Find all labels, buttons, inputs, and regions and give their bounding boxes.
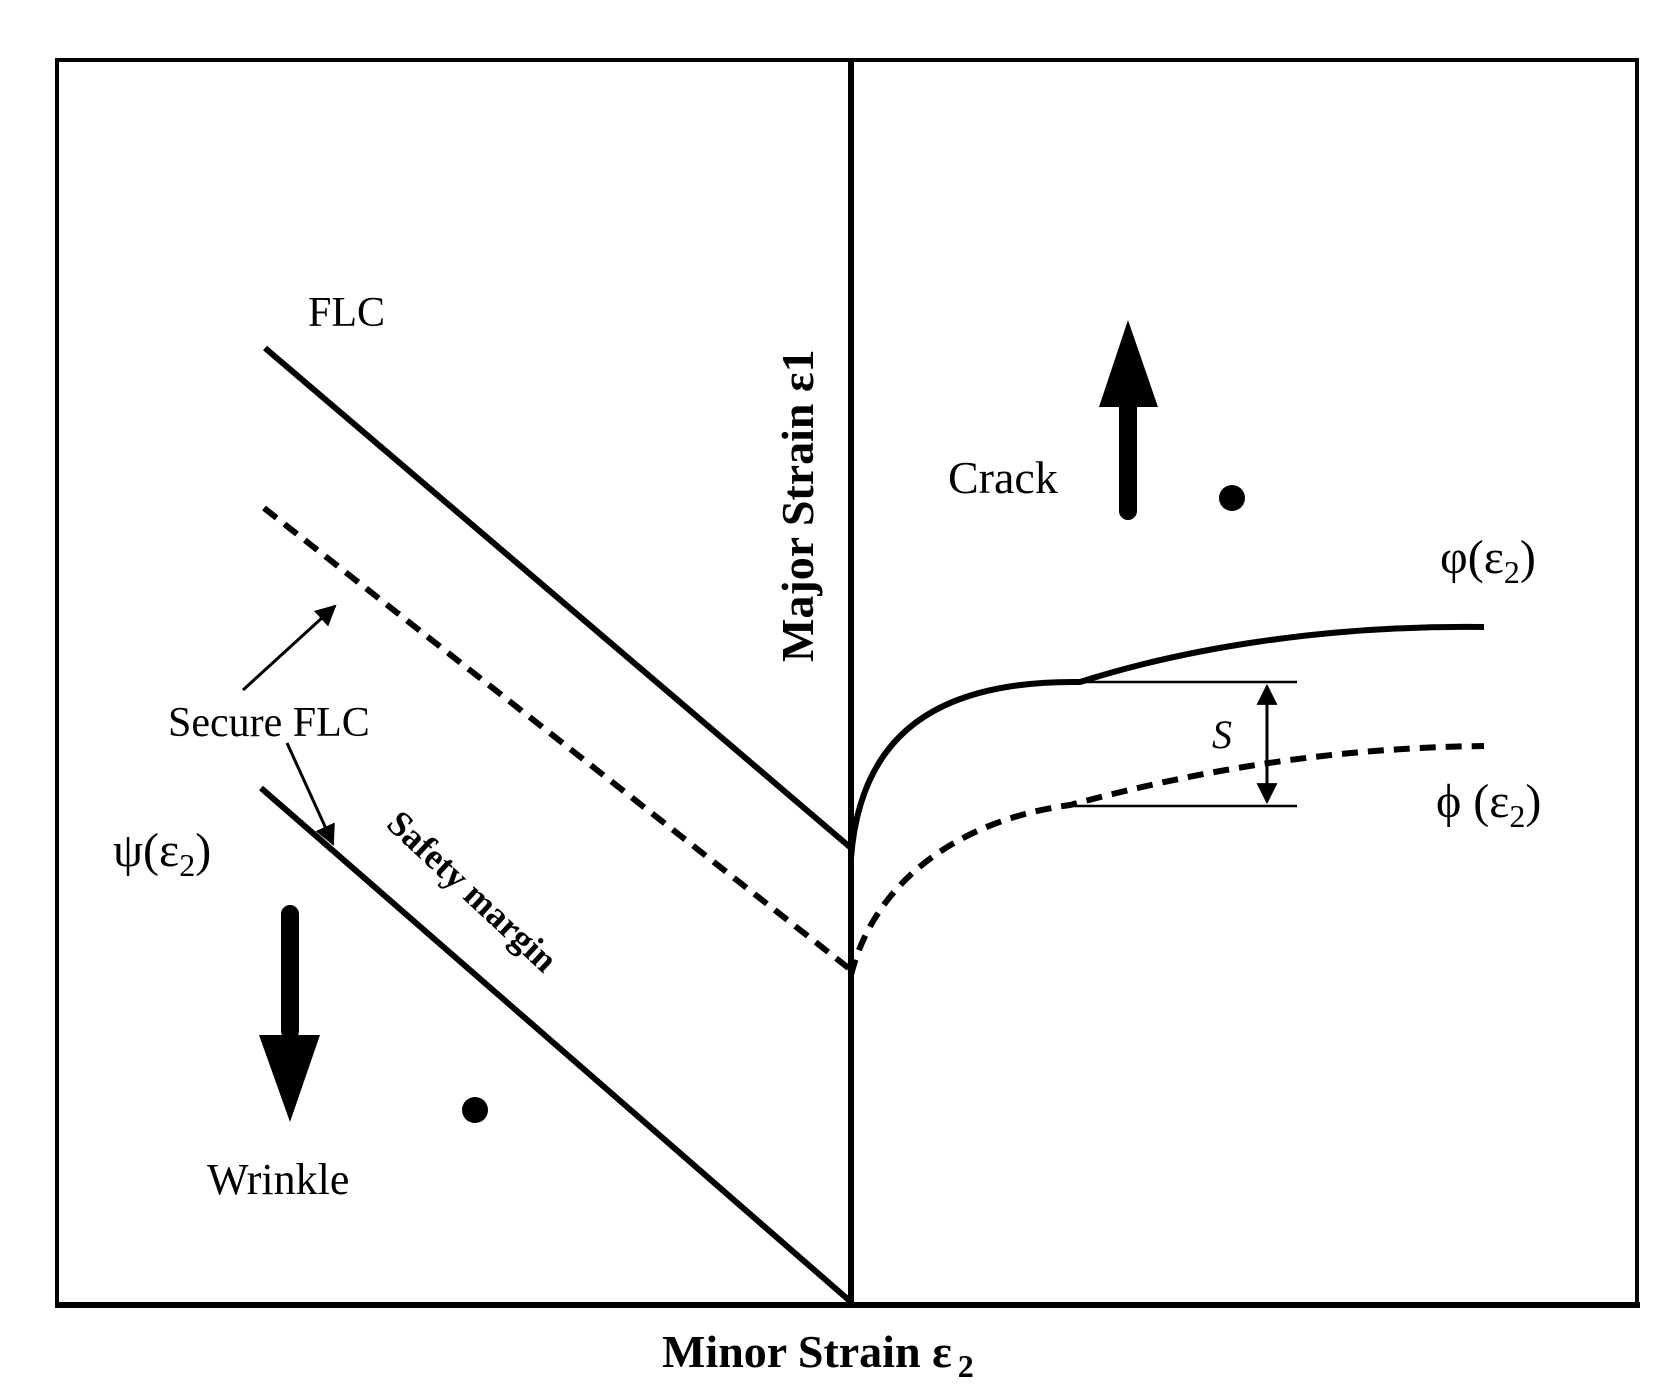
varphi-label-main: φ(ε (1440, 531, 1504, 584)
psi-label-sub: 2 (179, 847, 195, 883)
phi-curve (848, 743, 1485, 976)
safety-margin-label: Safety margin (380, 803, 566, 980)
minor-strain-symbol: ε (932, 1326, 952, 1377)
phi-label-close: ) (1525, 775, 1541, 828)
dot-icon (1219, 485, 1245, 511)
arrow-down-icon (259, 905, 320, 1122)
plot-frame (55, 58, 1639, 1307)
s-label: S (1212, 712, 1232, 757)
varphi-label-close: ) (1520, 531, 1536, 584)
dot-icon-lower (462, 1097, 488, 1123)
phi-label: ϕ (ε2) (1436, 775, 1541, 834)
phi-label-sub: 2 (1509, 798, 1525, 834)
minor-strain-text: Minor Strain (662, 1326, 932, 1377)
wrinkle-label: Wrinkle (207, 1155, 349, 1204)
psi-label-main: ψ(ε (113, 824, 179, 877)
crack-label: Crack (948, 452, 1058, 503)
flc-line (263, 345, 853, 851)
secure-flc-line (262, 505, 853, 973)
psi-line (259, 785, 853, 1305)
secure-flc-label: Secure FLC (168, 700, 370, 746)
arrow-up-icon (1099, 320, 1158, 520)
psi-label-close: ) (195, 824, 211, 877)
pointer-arrow-to-psi-line (285, 742, 335, 846)
psi-label: ψ(ε2) (113, 824, 211, 883)
minor-strain-sub: 2 (958, 1348, 974, 1384)
varphi-label: φ(ε2) (1440, 531, 1536, 590)
varphi-label-sub: 2 (1504, 554, 1520, 590)
major-strain-symbol: ε1 (772, 349, 823, 392)
major-strain-label: Major Strain ε1 (772, 349, 823, 662)
pointer-arrow-icon (241, 604, 337, 692)
varphi-curve (848, 623, 1485, 859)
major-strain-text: Major Strain (772, 392, 823, 662)
flc-label: FLC (308, 290, 385, 336)
phi-label-main: ϕ (ε (1436, 775, 1509, 828)
